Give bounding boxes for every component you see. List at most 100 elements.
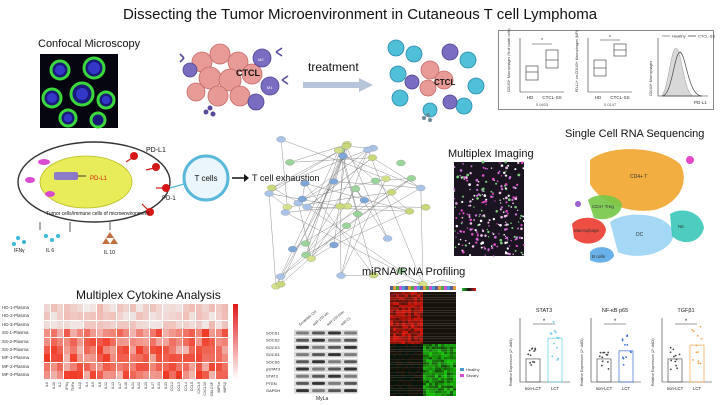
mirna-cell [420, 367, 423, 370]
mirna-cell [426, 336, 429, 339]
mirna-cell [405, 344, 408, 347]
mirna-group-bar [441, 286, 444, 290]
mirna-cell [417, 351, 420, 355]
mirna-cell [417, 344, 420, 347]
network-edge [304, 183, 374, 276]
mirna-cell [405, 380, 408, 383]
mirna-cell [396, 367, 399, 370]
network-edge [347, 149, 369, 207]
mirna-cell [396, 297, 399, 300]
heatmap-cell [116, 354, 123, 363]
mirna-cell [417, 333, 420, 337]
mirna-cell [423, 362, 426, 365]
heatmap-cell [63, 337, 71, 346]
multiplex-cell [487, 236, 490, 238]
heatmap-cell [57, 337, 64, 346]
mirna-cell [417, 362, 420, 365]
mirna-cell [408, 318, 411, 321]
heatmap-cell [156, 329, 163, 338]
mirna-cell [441, 315, 444, 318]
mirna-cell [420, 333, 423, 337]
mirna-cell [402, 312, 405, 316]
heatmap-cell [136, 371, 143, 380]
multiplex-cell [495, 211, 497, 213]
mirna-cell [435, 310, 438, 313]
heatmap-cell [189, 362, 196, 371]
mirna-cell [408, 383, 411, 386]
network-edge [355, 188, 388, 239]
mirna-cell [450, 315, 453, 318]
mirna-cell [408, 375, 411, 378]
multiplex-cell [520, 161, 524, 164]
mirna-cell [390, 354, 393, 357]
multiplex-cell [515, 237, 518, 240]
multiplex-cell [454, 206, 456, 208]
mirna-cell [393, 383, 396, 386]
mirna-cell [402, 297, 405, 300]
mirna-cell [420, 328, 423, 331]
mirna-group-bar [447, 286, 450, 290]
heatmap-cell [209, 371, 216, 380]
heatmap-cell [222, 354, 229, 363]
multiplex-cell [476, 233, 479, 235]
multiplex-cell [514, 213, 518, 216]
mirna-cell [393, 362, 396, 365]
heatmap-cell [209, 362, 216, 371]
bar-chart-point [553, 342, 555, 345]
mirna-cell [408, 380, 411, 383]
mirna-cell [432, 331, 435, 334]
multiplex-cell [466, 179, 469, 182]
multiplex-cell [464, 239, 467, 242]
multiplex-cell [456, 175, 459, 178]
multiplex-cell [485, 203, 487, 206]
mirna-cell [444, 354, 447, 357]
bar-chart-point [528, 349, 531, 352]
network-edge [311, 188, 356, 259]
heatmap-cell [162, 329, 170, 338]
mirna-cell [432, 320, 435, 324]
mirna-cell [435, 377, 438, 381]
mirna-cell [402, 299, 405, 303]
mirna-cell [426, 312, 429, 316]
multiplex-cell [505, 221, 507, 223]
heatmap-cell [222, 337, 229, 346]
mirna-cell [444, 357, 447, 360]
mirna-group-bar [396, 286, 399, 290]
mirna-cell [396, 323, 399, 326]
multiplex-cell [466, 213, 469, 216]
mirna-cell [450, 312, 453, 316]
mirna-group-bar [405, 286, 408, 290]
mirna-cell [435, 299, 438, 303]
heatmap-color-scale [232, 304, 238, 380]
mirna-cell [411, 344, 414, 347]
western-band [328, 381, 341, 385]
mirna-cell [402, 367, 405, 370]
mirna-cell [399, 294, 402, 298]
heatmap-cell [70, 371, 77, 380]
mirna-cell [438, 351, 441, 355]
heatmap-cell [90, 354, 97, 363]
multiplex-cell [520, 251, 523, 254]
mirna-group-bar [399, 286, 402, 290]
mirna-cell [420, 349, 423, 352]
mirna-cell [390, 367, 393, 370]
mirna-cell [444, 323, 447, 326]
mirna-cell [441, 354, 444, 357]
mirna-cell [447, 338, 450, 342]
bar-chart-point [533, 350, 536, 352]
mirna-cell [432, 351, 435, 355]
mirna-cell [405, 362, 408, 365]
mirna-cell [399, 325, 402, 329]
mirna-cell [393, 315, 396, 318]
multiplex-cell [507, 194, 510, 197]
mirna-cell [429, 388, 432, 391]
heatmap-cell [77, 320, 84, 329]
mirna-cell [393, 375, 396, 378]
mirna-cell [408, 351, 411, 355]
mirna-cell [414, 383, 417, 386]
western-band [296, 389, 309, 393]
mirna-cell [414, 390, 417, 394]
mirna-cell [441, 292, 444, 295]
bar-chart-group-label: non-LCT [596, 386, 613, 391]
mirna-cell [393, 364, 396, 368]
